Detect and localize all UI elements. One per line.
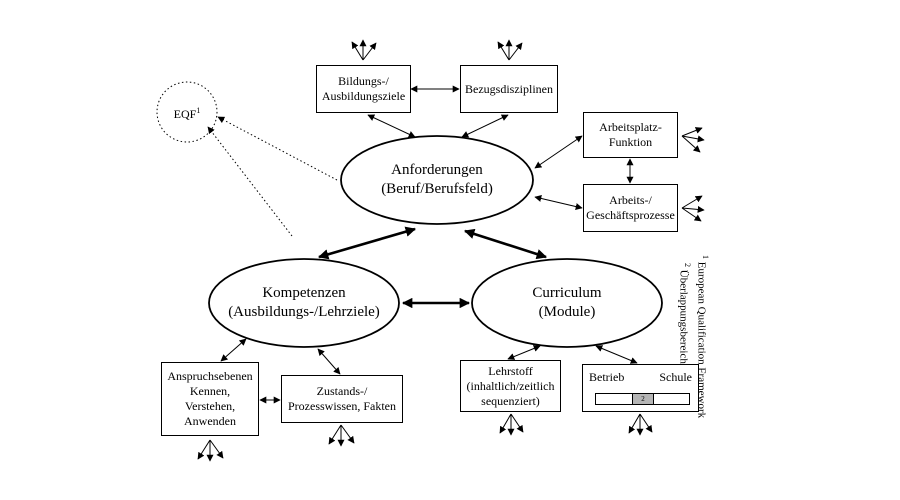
text-line: Geschäftsprozesse (586, 208, 675, 222)
text-line: Kompetenzen (262, 285, 346, 301)
box-geschaeftsprozesse: Arbeits-/Geschäftsprozesse (583, 184, 678, 232)
dotted-arrow-eqf-anforderungen (217, 116, 338, 181)
ellipse-anforderungen (340, 135, 534, 225)
text-line: (Beruf/Berufsfeld) (381, 181, 493, 197)
arrow-lehrstoff-curriculum (507, 345, 541, 360)
footnote-1: 1 European Qualification Framework (695, 255, 710, 419)
arrow-betrieb-schule-curriculum (595, 345, 638, 364)
ellipse-kompetenzen (208, 258, 400, 348)
text-line: Bezugsdisziplinen (465, 81, 553, 96)
arrow-bildungsziele-anforderungen (367, 114, 416, 138)
text-line: Arbeits-/ (609, 193, 652, 207)
text-line: Verstehen, (184, 399, 236, 413)
arrow-anspruchsebenen-kompetenzen (220, 338, 247, 362)
fan-arrows-prozesswissen (328, 424, 355, 447)
fan-arrows-anspruchsebenen (197, 439, 224, 462)
overlap-area: 2 (632, 394, 654, 404)
text-line: (Ausbildungs-/Lehrziele) (228, 304, 380, 320)
text-line: (Module) (538, 304, 596, 320)
ellipse-anforderungen-label: Anforderungen (Beruf/Berufsfeld) (347, 161, 527, 199)
text-line: Lehrstoff (488, 363, 533, 378)
fan-arrows-arbeitsplatz (681, 127, 705, 153)
text-line: Curriculum (532, 285, 602, 301)
arrow-arbeitsplatz-anforderungen (534, 135, 583, 169)
text-line: Ausbildungsziele (321, 89, 406, 103)
overlap-bar: 2 (595, 393, 690, 405)
text-line: (inhaltlich/zeitlich (466, 378, 555, 393)
text-line: Arbeitsplatz- (599, 120, 662, 134)
arrow-bezugsdisziplinen-anforderungen (461, 114, 509, 138)
text-line: Zustands-/ (316, 384, 368, 398)
ellipse-kompetenzen-label: Kompetenzen (Ausbildungs-/Lehrziele) (209, 284, 399, 322)
box-betrieb-schule: Betrieb Schule 2 (582, 364, 699, 412)
fan-arrows-betrieb-schule (628, 413, 653, 436)
eqf-label: EQF1 (173, 106, 201, 121)
text-line: Anspruchsebenen (167, 369, 253, 383)
box-arbeitsplatz-funktion: Arbeitsplatz-Funktion (583, 112, 678, 158)
betrieb-schule-labels: Betrieb Schule (583, 365, 698, 385)
text-line: Kennen, (189, 384, 231, 398)
arrow-geschaeftsprozesse-anforderungen (534, 195, 583, 210)
dotted-arrow-eqf-kompetenzen (207, 126, 293, 237)
text-line: Funktion (608, 135, 653, 149)
ellipse-curriculum-label: Curriculum (Module) (477, 284, 657, 322)
arrow-prozesswissen-kompetenzen (317, 348, 341, 375)
fan-arrows-geschaeftsprozesse (681, 195, 705, 222)
label-schule: Schule (659, 370, 692, 384)
fan-arrows-lehrstoff (499, 413, 524, 436)
footnote-2: 2 Überlappungsbereich (677, 263, 693, 364)
ellipse-curriculum (471, 258, 663, 348)
text-line: Anwenden (184, 414, 236, 428)
thick-arrow-kompetenzen-anforderungen (318, 226, 416, 260)
box-bezugsdisziplinen: Bezugsdisziplinen (460, 65, 558, 113)
text-line: Prozesswissen, Fakten (288, 399, 396, 413)
text-line: Anforderungen (391, 162, 483, 178)
text-line: sequenziert) (481, 393, 540, 408)
fan-arrows-bezugsdisziplinen (497, 39, 523, 61)
overlap-mark: 2 (641, 395, 645, 403)
text-line: Bildungs-/ (338, 74, 389, 88)
box-bildungsziele: Bildungs-/Ausbildungsziele (316, 65, 411, 113)
eqf-circle (156, 81, 218, 143)
box-prozesswissen: Zustands-/Prozesswissen, Fakten (281, 375, 403, 423)
thick-arrow-anforderungen-curriculum (464, 228, 547, 260)
fan-arrows-bildungsziele (351, 39, 377, 61)
eqf-footnote-mark: 1 (196, 106, 201, 115)
label-betrieb: Betrieb (589, 370, 625, 384)
